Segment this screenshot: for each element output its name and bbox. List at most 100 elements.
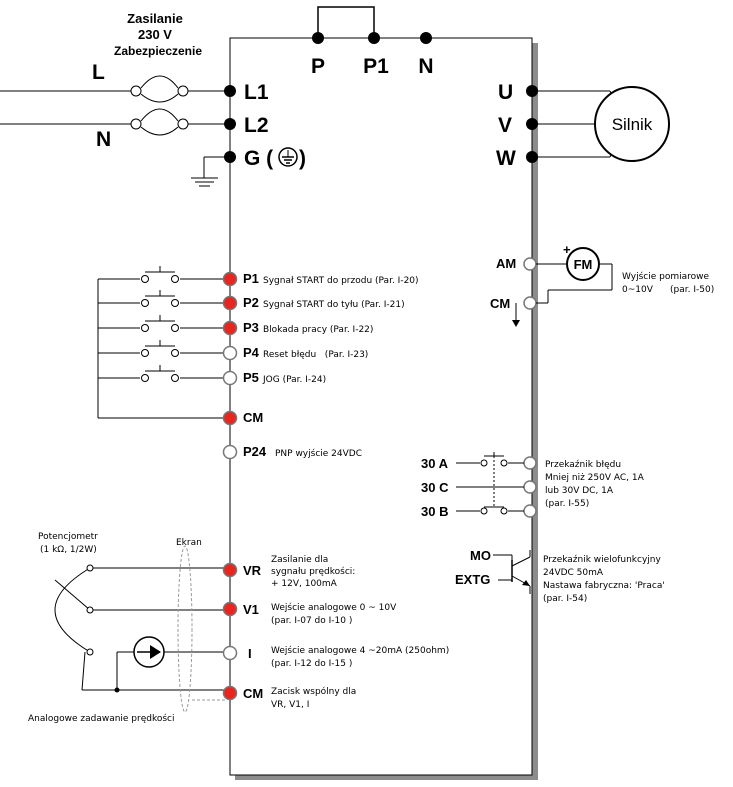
input-p2-name: P2	[243, 295, 259, 310]
multi-desc-3: Nastawa fabryczna: 'Praca'	[543, 581, 665, 591]
motor-label: Silnik	[612, 115, 653, 134]
input-p1	[98, 266, 238, 287]
frequency-meter	[566, 247, 600, 281]
terminal-30c	[523, 480, 537, 494]
terminal-u-label: U	[498, 81, 513, 104]
potentiometer-label: Potencjometr	[38, 532, 98, 542]
input-p5	[98, 365, 238, 386]
relay-desc-4: (par. I-55)	[545, 499, 589, 509]
input-p3-desc: Blokada pracy (Par. I-22)	[263, 325, 373, 335]
analog-cm-desc-1: Zacisk wspólny dla	[271, 686, 356, 697]
terminal-i-label: I	[248, 646, 252, 661]
terminal-p24	[222, 444, 238, 460]
i-desc-2: (par. I-12 do I-15 )	[271, 659, 352, 669]
fuse-l-arc	[140, 75, 179, 89]
terminal-v-label: V	[498, 114, 512, 137]
terminal-p	[312, 32, 324, 44]
p-p1-jumper	[317, 6, 375, 38]
frequency-meter-label: FM	[574, 257, 593, 272]
cable-shield	[177, 545, 193, 713]
terminal-w-label: W	[496, 147, 516, 170]
multi-desc-2: 24VDC 50mA	[543, 568, 604, 578]
multi-desc-1: Przekaźnik wielofunkcyjny	[543, 555, 661, 565]
meter-plus-sign: +	[563, 242, 571, 257]
terminal-30b-label: 30 B	[421, 504, 448, 519]
terminal-n	[420, 32, 432, 44]
terminal-am-cm	[523, 296, 537, 310]
input-p5-desc: JOG (Par. I-24)	[262, 375, 326, 385]
terminal-extg-label: EXTG	[455, 572, 490, 587]
terminal-g-label: G (	[244, 147, 273, 170]
fuse-l-in	[130, 85, 142, 97]
vr-desc-1: Zasilanie dla	[271, 555, 328, 565]
shield-label: Ekran	[176, 538, 202, 548]
terminal-v1-label: V1	[243, 602, 259, 617]
terminal-l1	[224, 85, 236, 97]
terminal-vr	[222, 562, 238, 578]
terminal-l2-label: L2	[244, 114, 269, 137]
input-p1-name: P1	[243, 271, 259, 286]
terminal-v1	[222, 601, 238, 617]
terminal-30a	[523, 456, 537, 470]
terminal-g	[224, 151, 236, 163]
supply-title: Zasilanie	[127, 11, 183, 26]
ground-arrow-icon	[512, 320, 520, 327]
terminal-am	[523, 257, 537, 271]
multi-desc-4: (par. I-54)	[543, 594, 587, 604]
terminal-n-label: N	[418, 55, 433, 78]
terminal-mo-label: MO	[470, 548, 491, 563]
terminal-p1	[368, 32, 380, 44]
phase-n-label: N	[96, 128, 111, 151]
i-desc-1: Wejście analogowe 4 ~20mA (250ohm)	[271, 645, 449, 656]
motor	[594, 86, 670, 162]
terminal-p24-desc: PNP wyjście 24VDC	[275, 448, 362, 459]
analog-footer-label: Analogowe zadawanie prędkości	[28, 713, 175, 724]
potentiometer-wiper	[54, 579, 91, 611]
terminal-l2	[224, 118, 236, 130]
phase-l-label: L	[92, 61, 105, 84]
terminal-30a-label: 30 A	[421, 456, 449, 471]
potentiometer-arc	[54, 567, 91, 653]
potentiometer-rating: (1 kΩ, 1/2W)	[40, 545, 97, 555]
terminal-analog-cm	[222, 685, 238, 701]
terminal-30c-label: 30 C	[421, 480, 449, 495]
input-p1-desc: Sygnał START do przodu (Par. I-20)	[263, 276, 419, 286]
input-p3	[98, 315, 238, 336]
supply-fuse-label: Zabezpieczenie	[114, 44, 202, 58]
fuse-n-out	[177, 118, 189, 130]
terminal-am-label: AM	[496, 256, 516, 271]
input-p2	[98, 290, 238, 311]
relay-desc-1: Przekaźnik błędu	[545, 460, 621, 470]
terminal-g-close: )	[299, 147, 306, 170]
input-p4	[98, 340, 238, 361]
analog-cm-desc-2: VR, V1, I	[271, 700, 309, 710]
input-p4-desc: Reset błędu (Par. I-23)	[263, 350, 368, 360]
terminal-i	[222, 645, 238, 661]
terminal-30b	[523, 504, 537, 518]
relay-desc-2: Mniej niż 250V AC, 1A	[545, 473, 645, 483]
analog-out-desc-1: Wyjście pomiarowe	[622, 271, 709, 282]
terminal-analog-cm-label: CM	[243, 686, 263, 701]
fuse-n-in	[130, 118, 142, 130]
v1-desc-2: (par. I-07 do I-10 )	[271, 616, 352, 626]
fuse-n-arc	[140, 108, 179, 122]
input-p4-name: P4	[243, 345, 260, 360]
fuse-l-out	[177, 85, 189, 97]
v1-desc-1: Wejście analogowe 0 ~ 10V	[271, 602, 397, 613]
terminal-p1-label: P1	[363, 55, 389, 78]
terminal-cm	[222, 410, 238, 426]
analog-out-desc-2: 0~10V (par. I-50)	[622, 285, 714, 295]
terminal-p-label: P	[311, 55, 325, 78]
vr-desc-2: sygnału prędkości:	[271, 566, 355, 577]
terminal-am-cm-label: CM	[490, 296, 510, 311]
digital-inputs	[97, 266, 238, 460]
input-p2-desc: Sygnał START do tyłu (Par. I-21)	[263, 300, 405, 310]
input-p5-name: P5	[243, 370, 259, 385]
terminal-l1-label: L1	[244, 81, 269, 104]
input-p3-name: P3	[243, 320, 259, 335]
vr-desc-3: + 12V, 100mA	[271, 579, 338, 589]
terminal-cm-label: CM	[243, 410, 263, 425]
terminal-p24-label: P24	[243, 444, 267, 459]
supply-voltage: 230 V	[138, 27, 172, 42]
